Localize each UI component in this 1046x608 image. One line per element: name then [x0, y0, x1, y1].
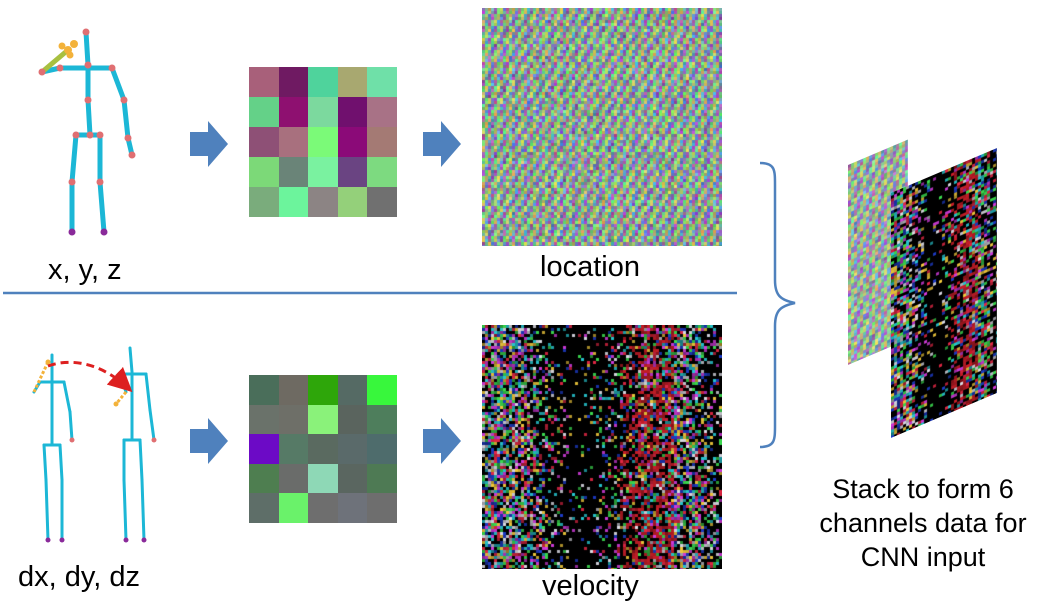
- skeleton-icon: [32, 346, 156, 542]
- grid-cell: [249, 127, 279, 157]
- arrow-right-icon: [190, 418, 228, 464]
- grid-cell: [308, 493, 339, 523]
- grid-cell: [337, 375, 368, 405]
- grid-cell: [249, 67, 279, 97]
- grid-cell: [308, 127, 339, 157]
- grid-cell: [367, 157, 397, 187]
- arrow-right-icon: [423, 418, 461, 464]
- grid-cell: [337, 67, 368, 97]
- velocity-grid: [249, 375, 397, 523]
- brace-icon: [759, 161, 796, 449]
- grid-cell: [337, 463, 368, 494]
- grid-cell: [308, 404, 339, 435]
- hand-joints: [32, 359, 128, 407]
- grid-cell: [337, 127, 368, 157]
- grid-cell: [337, 493, 368, 523]
- grid-cell: [278, 67, 309, 97]
- grid-cell: [337, 187, 368, 217]
- dxdydz-label: dx, dy, dz: [18, 561, 140, 593]
- grid-cell: [367, 463, 397, 494]
- grid-cell: [367, 434, 397, 465]
- grid-cell: [337, 434, 368, 465]
- grid-cell: [367, 493, 397, 523]
- grid-cell: [249, 404, 279, 435]
- grid-cell: [367, 375, 397, 405]
- velocity-label: velocity: [542, 570, 639, 602]
- stacked-velocity-layer: [891, 148, 997, 438]
- grid-cell: [367, 97, 397, 127]
- grid-cell: [367, 404, 397, 435]
- grid-cell: [367, 67, 397, 97]
- grid-cell: [278, 97, 309, 127]
- grid-cell: [337, 97, 368, 127]
- grid-cell: [308, 67, 339, 97]
- grid-cell: [249, 187, 279, 217]
- grid-cell: [249, 157, 279, 187]
- location-label: location: [540, 251, 640, 283]
- grid-cell: [308, 463, 339, 494]
- hand-joints: [39, 40, 78, 75]
- location-image: [482, 8, 722, 246]
- grid-cell: [308, 97, 339, 127]
- grid-cell: [249, 493, 279, 523]
- grid-cell: [308, 434, 339, 465]
- grid-cell: [249, 463, 279, 494]
- velocity-image: [482, 325, 722, 569]
- grid-cell: [337, 157, 368, 187]
- grid-cell: [278, 187, 309, 217]
- grid-cell: [249, 434, 279, 465]
- grid-cell: [278, 404, 309, 435]
- xyz-label: x, y, z: [48, 254, 122, 286]
- grid-cell: [278, 493, 309, 523]
- motion-arrow-icon: [47, 360, 133, 393]
- joint-markers: [38, 28, 136, 236]
- grid-cell: [249, 375, 279, 405]
- arrow-right-icon: [190, 121, 228, 167]
- stack-caption: Stack to form 6 channels data for CNN in…: [819, 474, 1027, 572]
- grid-cell: [278, 434, 309, 465]
- grid-cell: [367, 187, 397, 217]
- location-grid: [249, 67, 397, 217]
- grid-cell: [278, 463, 309, 494]
- grid-cell: [367, 127, 397, 157]
- grid-cell: [308, 375, 339, 405]
- grid-cell: [278, 157, 309, 187]
- grid-cell: [308, 187, 339, 217]
- arrow-right-icon: [423, 121, 461, 167]
- grid-cell: [308, 157, 339, 187]
- joint-markers: [45, 437, 157, 543]
- grid-cell: [278, 375, 309, 405]
- grid-cell: [337, 404, 368, 435]
- grid-cell: [249, 97, 279, 127]
- grid-cell: [278, 127, 309, 157]
